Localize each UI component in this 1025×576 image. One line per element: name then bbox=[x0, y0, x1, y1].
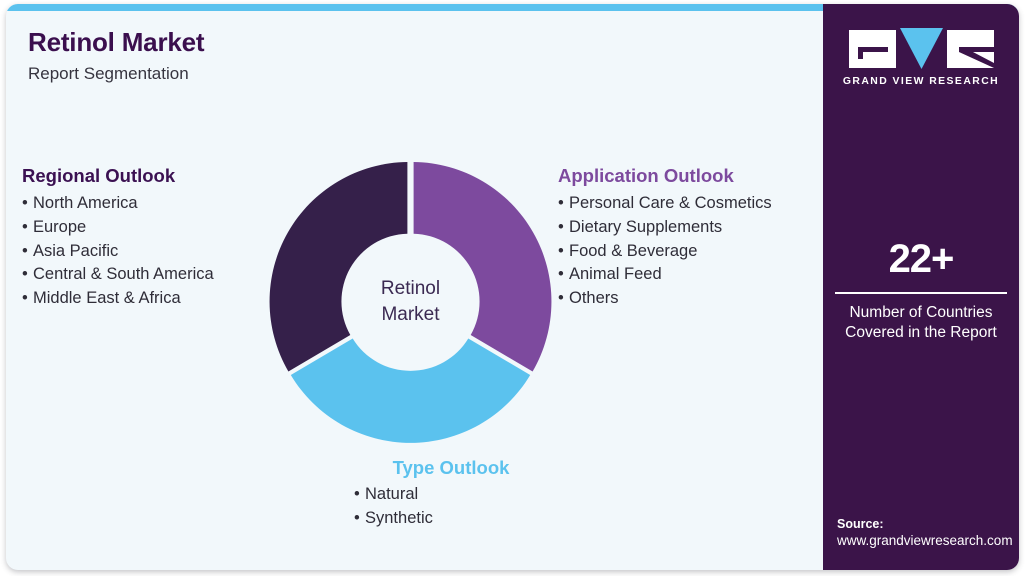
list-item-label: Middle East & Africa bbox=[33, 289, 181, 308]
logo-marks bbox=[848, 28, 994, 69]
countries-stat: 22+ Number of Countries Covered in the R… bbox=[823, 239, 1019, 343]
type-outlook-list: • Natural • Synthetic bbox=[336, 483, 566, 531]
stat-label-line1: Number of Countries bbox=[849, 303, 993, 321]
type-outlook-block: Type Outlook • Natural • Synthetic bbox=[336, 456, 566, 531]
list-item-label: Asia Pacific bbox=[33, 241, 119, 260]
bullet-icon: • bbox=[354, 508, 360, 527]
list-item: • Synthetic bbox=[354, 507, 566, 531]
bullet-icon: • bbox=[354, 485, 360, 504]
application-outlook-list: • Personal Care & Cosmetics • Dietary Supp… bbox=[558, 192, 828, 311]
infographic-card: Retinol Market Report Segmentation Regio… bbox=[6, 4, 1019, 570]
list-item-label: Synthetic bbox=[365, 508, 433, 527]
regional-outlook-heading: Regional Outlook bbox=[22, 165, 176, 186]
list-item-label: Personal Care & Cosmetics bbox=[569, 194, 772, 213]
application-outlook-heading: Application Outlook bbox=[558, 165, 734, 186]
bullet-icon: • bbox=[22, 194, 28, 213]
stat-divider bbox=[835, 292, 1007, 294]
donut-segment-regional bbox=[269, 162, 408, 372]
source-url[interactable]: www.grandviewresearch.com bbox=[837, 532, 1013, 548]
list-item-label: Others bbox=[569, 289, 619, 308]
donut-segment-application bbox=[413, 162, 552, 372]
bullet-icon: • bbox=[558, 265, 564, 284]
list-item: • Middle East & Africa bbox=[22, 287, 292, 311]
list-item: • Natural bbox=[354, 483, 566, 507]
bullet-icon: • bbox=[22, 217, 28, 236]
logo-letter-r-icon bbox=[946, 29, 994, 68]
list-item-label: Dietary Supplements bbox=[569, 217, 723, 236]
list-item-label: North America bbox=[33, 194, 138, 213]
stat-label-line2: Covered in the Report bbox=[845, 323, 997, 341]
logo-letter-v-icon bbox=[899, 28, 943, 69]
page-subtitle: Report Segmentation bbox=[28, 63, 189, 83]
segmentation-donut-chart: Retinol Market bbox=[268, 159, 553, 444]
header: Retinol Market Report Segmentation bbox=[28, 27, 588, 84]
bullet-icon: • bbox=[558, 194, 564, 213]
list-item-label: Natural bbox=[365, 485, 419, 504]
source-heading: Source: bbox=[837, 516, 884, 531]
source-block: Source: www.grandviewresearch.com bbox=[837, 516, 1019, 550]
bullet-icon: • bbox=[558, 241, 564, 260]
logo-letter-g-icon bbox=[848, 29, 896, 68]
donut-segment-type bbox=[290, 338, 531, 443]
bullet-icon: • bbox=[558, 217, 564, 236]
page-title: Retinol Market bbox=[28, 27, 205, 57]
brand-side-panel: GRAND VIEW RESEARCH 22+ Number of Countr… bbox=[823, 4, 1019, 570]
application-outlook-block: Application Outlook • Personal Care & Cos… bbox=[558, 164, 828, 311]
bullet-icon: • bbox=[22, 265, 28, 284]
list-item: • Food & Beverage bbox=[558, 240, 828, 264]
bullet-icon: • bbox=[22, 241, 28, 260]
list-item: • Europe bbox=[22, 216, 292, 240]
bullet-icon: • bbox=[558, 289, 564, 308]
list-item: • Central & South America bbox=[22, 263, 292, 287]
top-accent-bar bbox=[6, 4, 1019, 11]
list-item-label: Central & South America bbox=[33, 265, 214, 284]
list-item: • Others bbox=[558, 287, 828, 311]
list-item: • Asia Pacific bbox=[22, 240, 292, 264]
list-item: • Dietary Supplements bbox=[558, 216, 828, 240]
logo-wordmark: GRAND VIEW RESEARCH bbox=[842, 76, 1000, 87]
list-item: • North America bbox=[22, 192, 292, 216]
bullet-icon: • bbox=[22, 289, 28, 308]
list-item-label: Food & Beverage bbox=[569, 241, 698, 260]
list-item-label: Animal Feed bbox=[569, 265, 662, 284]
list-item: • Personal Care & Cosmetics bbox=[558, 192, 828, 216]
regional-outlook-block: Regional Outlook • North America • Europe … bbox=[22, 164, 292, 311]
stat-value: 22+ bbox=[888, 237, 955, 281]
list-item-label: Europe bbox=[33, 217, 87, 236]
type-outlook-heading: Type Outlook bbox=[392, 457, 510, 478]
brand-logo: GRAND VIEW RESEARCH bbox=[823, 28, 1019, 87]
regional-outlook-list: • North America • Europe • Asia Pacific • Ce… bbox=[22, 192, 292, 311]
donut-svg bbox=[269, 162, 552, 443]
list-item: • Animal Feed bbox=[558, 263, 828, 287]
